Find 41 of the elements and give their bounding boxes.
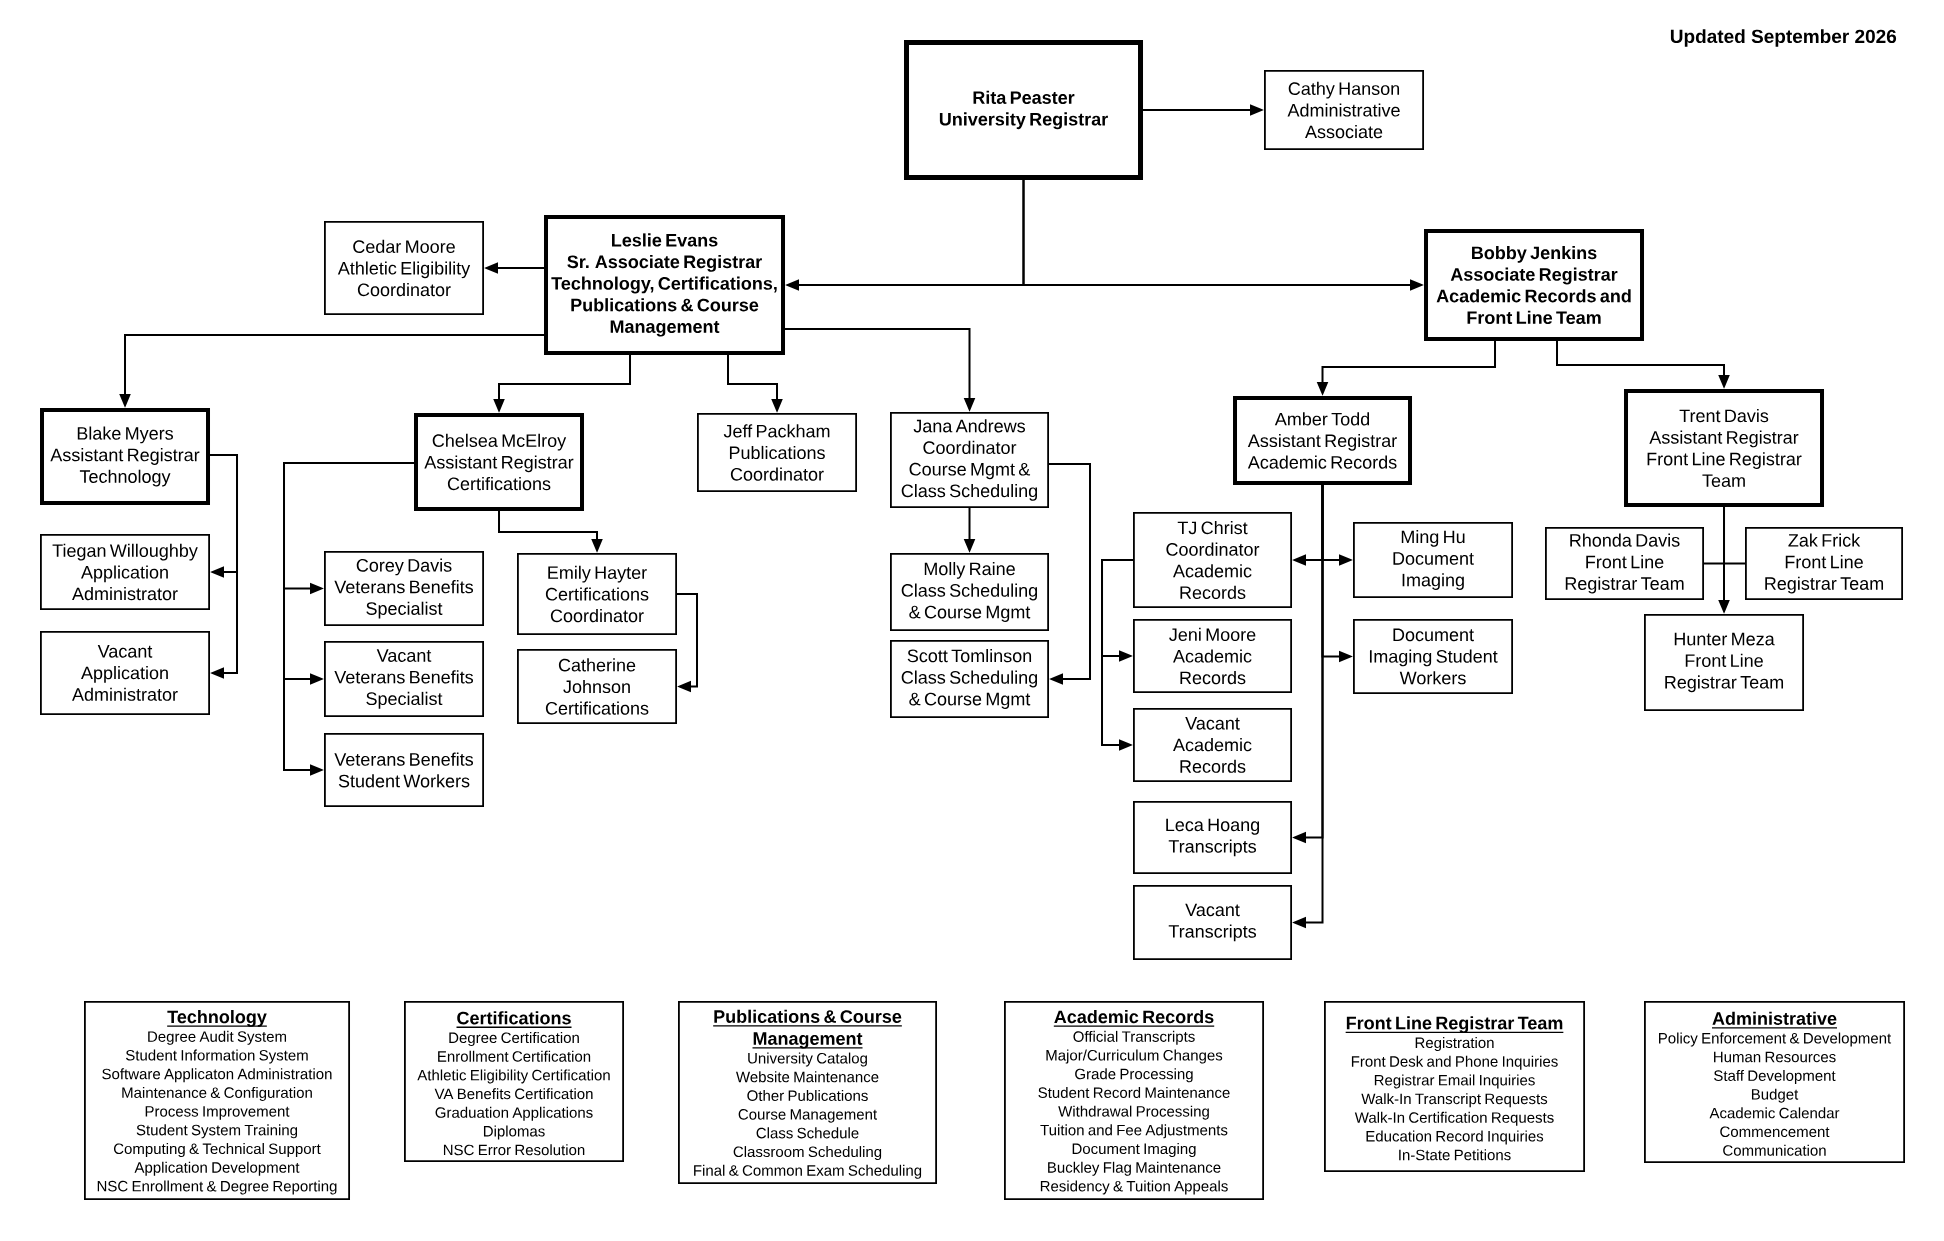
position-box: Vacant Veterans Benefits Specialist — [324, 641, 484, 717]
duties-box: Academic Records Official Transcripts Major/Curriculum Changes Grade Processing Student Record Maintenance Withdrawal Processing Tuition and Fee Adjustments Document Imaging Buckley Flag Maintenance Residency & Tuition Appeals — [1004, 1001, 1264, 1200]
date-note: Updated September 2026 — [1670, 29, 1897, 47]
arrow — [1101, 559, 1134, 751]
position-box: Leslie Evans Sr. Associate Registrar Technology, Certifications, Publications & Course Management — [544, 215, 785, 355]
position-box: TJ Christ Coordinator Academic Records — [1133, 512, 1292, 608]
arrow — [209, 454, 238, 679]
position-box: Rhonda Davis Front Line Registrar Team — [1545, 527, 1704, 600]
position-box: Hunter Meza Front Line Registrar Team — [1644, 614, 1804, 711]
position-box: Molly Raine Class Scheduling & Course Mgmt — [890, 553, 1049, 631]
position-box: Blake Myers Assistant Registrar Technology — [40, 408, 210, 505]
duties-box: Publications & Course Management University Catalog Website Maintenance Other Publications Course Management Class Schedule Classroom Scheduling Final & Common Exam Scheduling — [678, 1001, 937, 1184]
duties-box: Administrative Policy Enforcement & Development Human Resources Staff Development Budget Academic Calendar Commencement Communication — [1644, 1001, 1905, 1163]
position-box: Document Imaging Student Workers — [1353, 619, 1513, 694]
position-box: Leca Hoang Transcripts — [1133, 801, 1292, 874]
position-box: Bobby Jenkins Associate Registrar Academic Records and Front Line Team — [1424, 229, 1644, 341]
position-box: Trent Davis Assistant Registrar Front Line Registrar Team — [1624, 389, 1824, 507]
position-box: Jeni Moore Academic Records — [1133, 619, 1292, 693]
position-box: Ming Hu Document Imaging — [1353, 522, 1513, 598]
position-box: Corey Davis Veterans Benefits Specialist — [324, 551, 484, 626]
position-box: Vacant Transcripts — [1133, 885, 1292, 960]
duties-box: Technology Degree Audit System Student Information System Software Applicaton Administration Maintenance & Configuration Process Improvement Student System Training Computing & Technical Support Application Development NSC Enrollment & Degree Reporting — [84, 1001, 350, 1200]
position-box: Tiegan Willoughby Application Administrator — [40, 534, 210, 610]
position-box: Jana Andrews Coordinator Course Mgmt & Class Scheduling — [890, 412, 1049, 508]
arrow — [1048, 463, 1091, 685]
position-box: Chelsea McElroy Assistant Registrar Certifications — [414, 413, 584, 511]
duties-box: Front Line Registrar Team Registration Front Desk and Phone Inquiries Registrar Email Inquiries Walk-In Transcript Requests Walk-In Certification Requests Education Record Inquiries In-State Petitions — [1324, 1001, 1585, 1172]
position-box: Catherine Johnson Certifications — [517, 649, 677, 724]
arrow — [676, 593, 698, 693]
position-box: Zak Frick Front Line Registrar Team — [1745, 527, 1903, 600]
position-box: Vacant Application Administrator — [40, 631, 210, 715]
position-box: Jeff Packham Publications Coordinator — [697, 413, 857, 492]
position-box: Vacant Academic Records — [1133, 708, 1292, 782]
position-box: Rita Peaster University Registrar — [904, 40, 1143, 180]
position-box: Amber Todd Assistant Registrar Academic Records — [1233, 396, 1412, 485]
position-box: Scott Tomlinson Class Scheduling & Course Mgmt — [890, 640, 1049, 718]
position-box: Veterans Benefits Student Workers — [324, 733, 484, 807]
duties-box: Certifications Degree Certification Enrollment Certification Athletic Eligibility Certification VA Benefits Certification Graduation Applications Diplomas NSC Error Resolution — [404, 1001, 624, 1162]
position-box: Cedar Moore Athletic Eligibility Coordinator — [324, 221, 484, 315]
position-box: Cathy Hanson Administrative Associate — [1264, 70, 1424, 150]
position-box: Emily Hayter Certifications Coordinator — [517, 553, 677, 635]
